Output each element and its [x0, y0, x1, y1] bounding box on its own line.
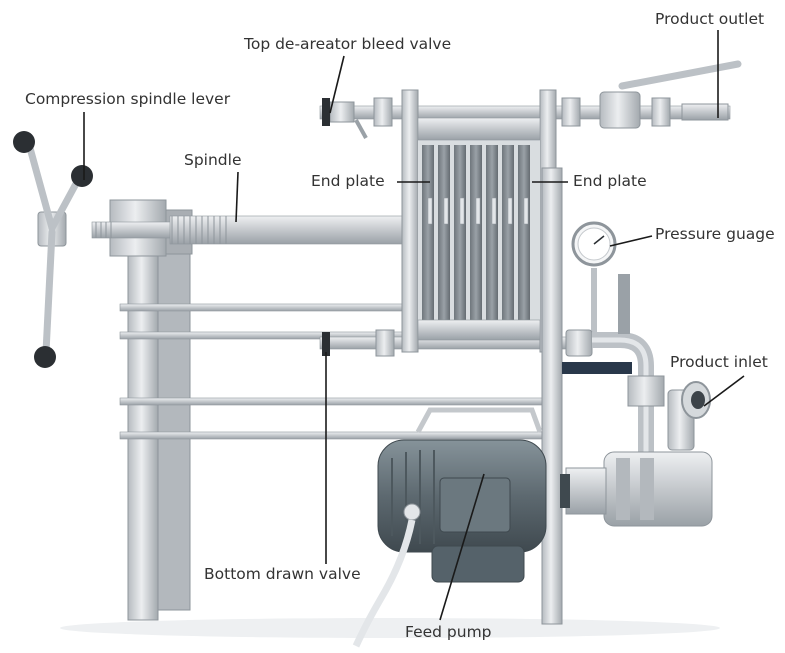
- label-feed-pump: Feed pump: [405, 623, 492, 641]
- label-product-outlet: Product outlet: [655, 10, 765, 28]
- end-plate-left-shape: [401, 89, 419, 353]
- leader-bleed-valve: [329, 55, 345, 114]
- lever-knob-bottom: [34, 346, 56, 368]
- left-stand: [109, 199, 193, 621]
- leader-product-inlet: [703, 375, 745, 407]
- lever-knob-top: [13, 131, 35, 153]
- top-bleed-valve: [322, 98, 368, 139]
- floor-shadow: [60, 618, 720, 638]
- leader-lines: [83, 30, 745, 621]
- product-inlet-fitting: [667, 381, 711, 451]
- label-pressure-gauge: Pressure guage: [655, 225, 775, 243]
- top-manifold: [319, 60, 742, 129]
- leader-pressure-gauge: [609, 235, 653, 247]
- inlet-pipe: [562, 274, 665, 460]
- motor: [352, 407, 547, 648]
- label-product-inlet: Product inlet: [670, 353, 768, 371]
- filter-plate-stack: [401, 89, 557, 353]
- pump-head: [560, 451, 713, 527]
- label-bottom-valve: Bottom drawn valve: [204, 565, 361, 583]
- label-end-plate-right: End plate: [573, 172, 647, 190]
- label-bleed-valve: Top de-areator bleed valve: [244, 35, 452, 53]
- compression-lever: [13, 131, 93, 368]
- pressure-gauge-shape: [571, 221, 617, 332]
- lever-knob-right: [71, 165, 93, 187]
- leader-spindle: [235, 171, 239, 223]
- label-end-plate-left: End plate: [311, 172, 385, 190]
- leader-feed-pump: [439, 473, 485, 621]
- label-spindle-lever: Compression spindle lever: [25, 90, 231, 108]
- label-spindle: Spindle: [184, 151, 242, 169]
- front-support-plate: [541, 167, 563, 625]
